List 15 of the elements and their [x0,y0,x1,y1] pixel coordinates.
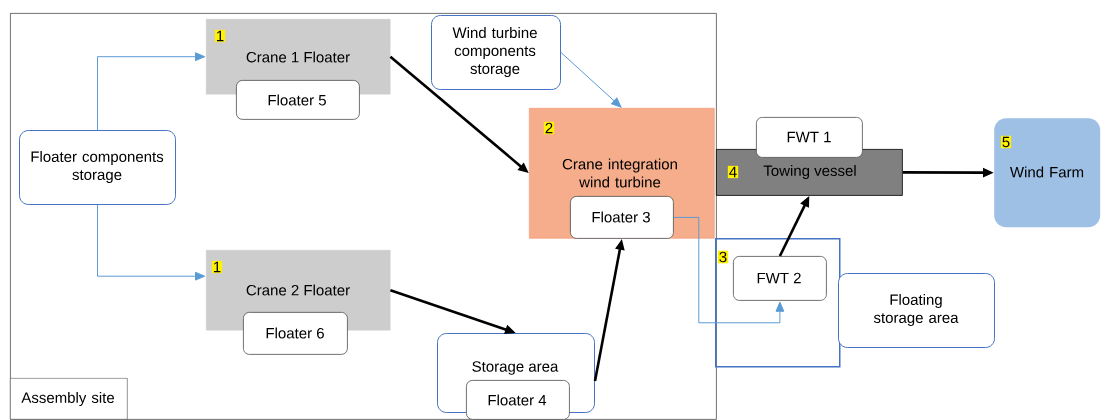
floater-box: Floater 5 [236,80,360,120]
floater-box: Floater 6 [243,312,348,355]
storage-box: Wind turbine components storage [431,15,561,90]
arrow [97,204,206,281]
arrow [673,216,785,324]
floater-box: FWT 1 [756,117,863,158]
site-label-box: Assembly site [10,378,128,420]
floater-box: Floater 4 [466,380,570,420]
storage-box: Floater components storage [19,130,176,205]
storage-box: Floating storage area [838,273,995,348]
floater-box: FWT 2 [733,256,827,301]
wind-farm-box: 5 Wind Farm [994,118,1101,228]
floater-box: Floater 3 [570,196,674,239]
arrow [560,52,622,108]
arrow [97,52,206,131]
